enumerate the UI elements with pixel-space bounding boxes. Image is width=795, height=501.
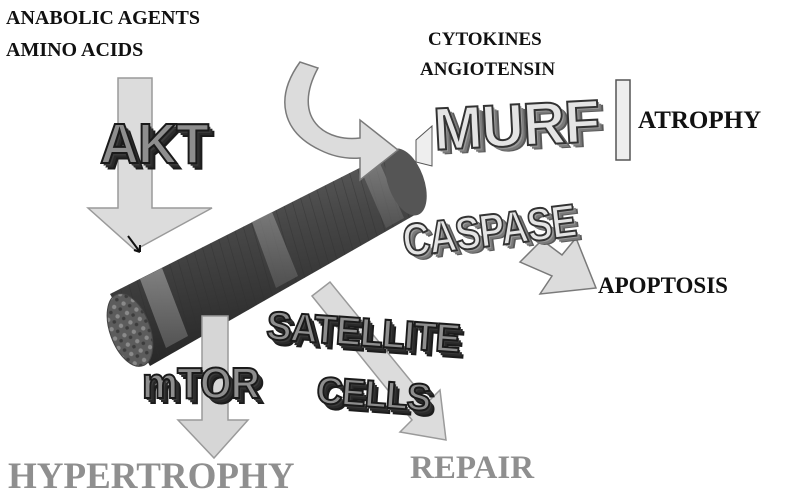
atrophy-divider bbox=[616, 80, 630, 160]
cytokine-curved-arrow bbox=[285, 62, 398, 180]
label-cytokines: CYTOKINES bbox=[428, 30, 542, 49]
input-label-anabolic: ANABOLIC AGENTS bbox=[6, 8, 200, 28]
label-apoptosis: APOPTOSIS bbox=[598, 274, 728, 297]
node-akt: AKT bbox=[100, 116, 208, 173]
input-label-amino-acids: AMINO ACIDS bbox=[6, 40, 143, 60]
label-atrophy: ATROPHY bbox=[638, 108, 761, 133]
label-hypertrophy: HYPERTROPHY bbox=[8, 458, 294, 495]
node-cells: CELLS bbox=[315, 372, 431, 418]
node-mtor: mTOR bbox=[142, 362, 259, 406]
node-murf: MURF bbox=[432, 91, 601, 160]
label-repair: REPAIR bbox=[410, 452, 534, 485]
label-angiotensin: ANGIOTENSIN bbox=[420, 60, 555, 79]
murf-extrusion bbox=[416, 126, 432, 166]
